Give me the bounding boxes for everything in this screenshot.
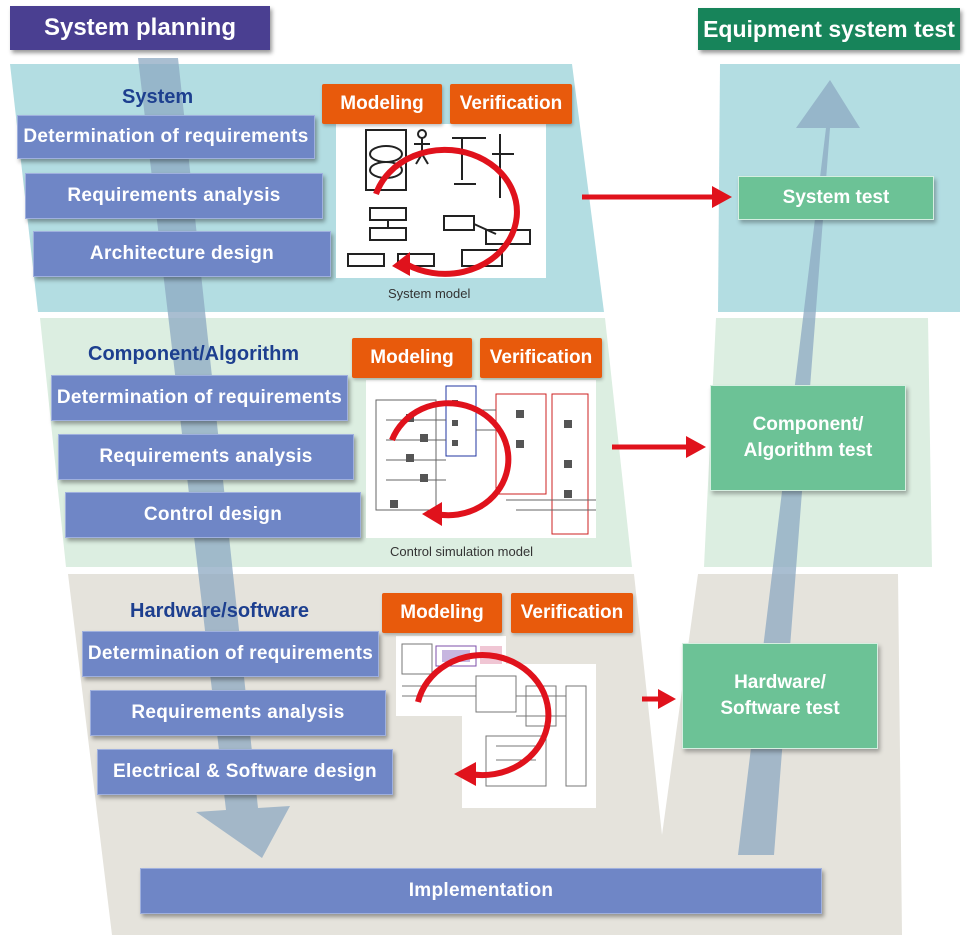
- step-control-design: Control design: [65, 492, 361, 538]
- modeling-button-component[interactable]: Modeling: [352, 338, 472, 378]
- right-arrow-icon: [582, 186, 732, 208]
- right-arrow-icon: [642, 689, 676, 709]
- hardware-software-test-box: Hardware/ Software test: [682, 643, 878, 749]
- component-test-line1: Component/: [752, 414, 864, 435]
- cycle-arrow-icon: [373, 146, 520, 277]
- section-title-hardware: Hardware/software: [130, 600, 309, 622]
- step-determination-of-requirements: Determination of requirements: [82, 631, 379, 677]
- hardware-test-line1: Hardware/: [734, 672, 826, 693]
- hardware-software-model-image: [396, 636, 596, 808]
- system-test-box: System test: [738, 176, 934, 220]
- step-determination-of-requirements: Determination of requirements: [51, 375, 348, 421]
- component-test-line2: Algorithm test: [743, 440, 873, 461]
- system-model-caption: System model: [388, 286, 471, 301]
- verification-button-system[interactable]: Verification: [450, 84, 572, 124]
- system-planning-header: System planning: [10, 6, 270, 50]
- section-title-component: Component/Algorithm: [88, 343, 300, 365]
- component-algorithm-test-box: Component/ Algorithm test: [710, 385, 906, 491]
- equipment-system-test-header: Equipment system test: [698, 8, 960, 50]
- control-simulation-model-caption: Control simulation model: [390, 544, 534, 559]
- cycle-arrow-icon: [389, 400, 512, 526]
- step-determination-of-requirements: Determination of requirements: [17, 115, 315, 159]
- verification-button-hardware[interactable]: Verification: [511, 593, 633, 633]
- modeling-button-system[interactable]: Modeling: [322, 84, 442, 124]
- step-requirements-analysis: Requirements analysis: [90, 690, 386, 736]
- step-requirements-analysis: Requirements analysis: [25, 173, 323, 219]
- system-model-image: [336, 124, 546, 278]
- cycle-arrow-icon: [415, 652, 552, 786]
- right-arrow-icon: [612, 436, 706, 458]
- section-title-system: System: [122, 86, 194, 108]
- verification-button-component[interactable]: Verification: [480, 338, 602, 378]
- step-architecture-design: Architecture design: [33, 231, 331, 277]
- implementation-bar: Implementation: [140, 868, 822, 914]
- control-simulation-model-image: [366, 380, 596, 538]
- step-electrical-software-design: Electrical & Software design: [97, 749, 393, 795]
- step-requirements-analysis: Requirements analysis: [58, 434, 354, 480]
- hardware-test-line2: Software test: [720, 698, 840, 719]
- modeling-button-hardware[interactable]: Modeling: [382, 593, 502, 633]
